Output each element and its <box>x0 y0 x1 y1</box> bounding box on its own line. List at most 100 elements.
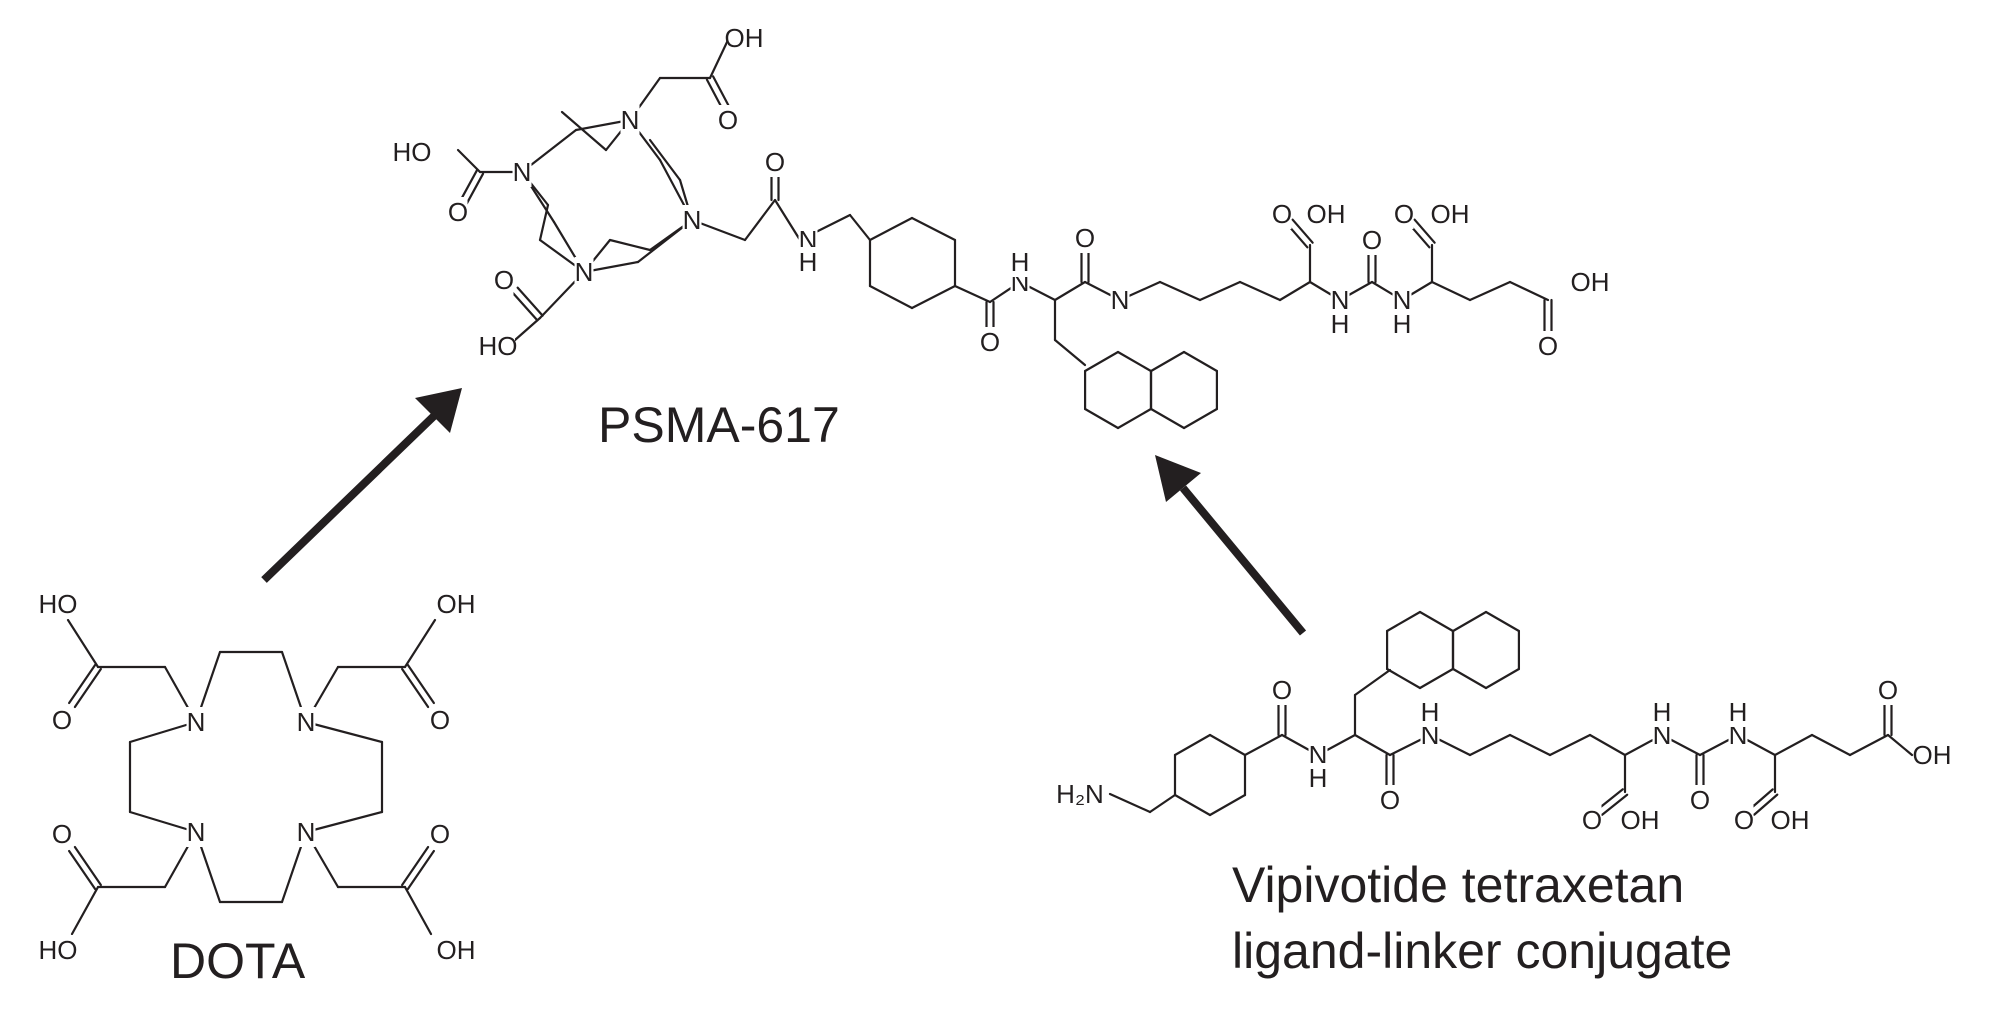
psma-linker-bond <box>848 213 872 242</box>
psma-oxygen: O <box>1075 223 1095 253</box>
atom-label-backdrop <box>1380 785 1400 815</box>
atom-label-backdrop <box>41 589 75 619</box>
psma-ring-bond <box>538 203 550 242</box>
vip-amide-nitrogen: N <box>1421 720 1440 750</box>
atom-label-backdrop <box>1394 199 1414 229</box>
vip-urea-nitrogen: N <box>1653 720 1672 750</box>
dota-oxygen: O <box>430 819 450 849</box>
atom-label-backdrop <box>448 197 468 227</box>
vip-oxygen: O <box>1690 785 1710 815</box>
dota-carbonyl-bond <box>401 667 430 709</box>
dota-carbonyl-bond <box>73 667 102 709</box>
dota-label: DOTA <box>170 933 306 989</box>
atom-label-backdrop <box>1573 267 1607 297</box>
vip-oxygen: O <box>1380 785 1400 815</box>
atom-label-backdrop <box>186 817 206 847</box>
psma-lysine-bond <box>1278 280 1312 302</box>
dota-hydroxyl: OH <box>437 589 476 619</box>
psma-linker-bond <box>743 198 777 242</box>
vipivotide-label-line2: ligand-linker conjugate <box>1232 923 1732 979</box>
psma-cyclohexane-bond <box>910 216 957 242</box>
atom-label-backdrop <box>1392 285 1412 315</box>
psma-oxygen: O <box>494 265 514 295</box>
psma-hydroxyl: OH <box>1431 199 1470 229</box>
atom-label-backdrop <box>52 705 72 735</box>
psma-nitrogen: N <box>513 157 532 187</box>
atom-label-backdrop <box>1392 309 1412 339</box>
psma-naphthalene-bond <box>1182 407 1219 430</box>
psma-nitrogen: N <box>683 205 702 235</box>
arrow-dota-to-psma <box>261 388 462 583</box>
psma-hydroxyl: OH <box>725 23 764 53</box>
atom-label-backdrop <box>980 327 1000 357</box>
psma-oxygen: O <box>1362 225 1382 255</box>
psma-617-label: PSMA-617 <box>598 397 840 453</box>
vip-hydroxyl: OH <box>1771 805 1810 835</box>
psma-carbonyl-bond <box>1291 218 1314 244</box>
psma-carbonyl-bond <box>511 291 539 322</box>
psma-oxygen: O <box>1538 331 1558 361</box>
dota-nitrogen: N <box>187 707 206 737</box>
atom-label-backdrop <box>765 147 785 177</box>
dota-arm-bond <box>70 885 100 936</box>
psma-lysine-bond <box>1198 280 1242 302</box>
vip-lysine-bond <box>1548 733 1592 757</box>
vipivotide-label-line1: Vipivotide tetraxetan <box>1232 857 1684 913</box>
atom-label-backdrop <box>1690 785 1710 815</box>
vip-backbone-bond <box>1353 733 1392 757</box>
atom-label-backdrop <box>430 819 450 849</box>
vip-urea-nitrogen: N <box>1729 720 1748 750</box>
psma-oxygen: O <box>980 327 1000 357</box>
psma-naphthalene-bond <box>1182 350 1219 373</box>
vip-urea-hydrogen: H <box>1653 697 1672 727</box>
atom-label-backdrop <box>620 105 640 135</box>
atom-label-backdrop <box>1734 805 1754 835</box>
atom-label-backdrop <box>1330 309 1350 339</box>
atom-label-backdrop <box>574 257 594 287</box>
vip-carbonyl-bond <box>1596 788 1624 811</box>
vip-glutamate-bond <box>1810 733 1852 757</box>
atom-label-backdrop <box>1272 675 1292 705</box>
dota-nitrogen: N <box>187 817 206 847</box>
arrow-vipivotide-to-psma <box>1155 455 1307 636</box>
dota-arm-bond <box>66 618 100 669</box>
psma-ring-bond <box>608 238 652 252</box>
psma-hydroxyl: HO <box>479 331 518 361</box>
dota-ring-bond <box>304 720 384 744</box>
psma-naphthalene-bond <box>1116 407 1153 430</box>
atom-label-backdrop <box>1728 697 1748 727</box>
psma-naphthalene-bond <box>1149 407 1186 430</box>
psma-hydroxyl: HO <box>393 137 432 167</box>
vip-linker-bond <box>1243 733 1284 757</box>
dota-hydroxyl: HO <box>39 589 78 619</box>
atom-label-backdrop <box>1538 331 1558 361</box>
atom-label-backdrop <box>1075 223 1095 253</box>
atom-label-backdrop <box>430 705 450 735</box>
vip-urea-hydrogen: H <box>1729 697 1748 727</box>
dota-carbonyl-bond <box>73 845 102 887</box>
psma-urea-nitrogen: N <box>1331 285 1350 315</box>
atom-label-backdrop <box>52 819 72 849</box>
vip-amine-bond <box>1148 793 1177 814</box>
atom-label-backdrop <box>1433 199 1467 229</box>
psma-ring-bond <box>560 110 608 152</box>
psma-nitrogen: N <box>575 257 594 287</box>
atom-label-backdrop <box>1308 763 1328 793</box>
psma-amide-nitrogen: N <box>1111 285 1130 315</box>
vip-naphthalene-bond <box>1484 610 1521 633</box>
atom-label-backdrop <box>1309 199 1343 229</box>
vip-amide-hydrogen: H <box>1421 697 1440 727</box>
psma-oxygen: O <box>718 105 738 135</box>
dota-hydroxyl: OH <box>437 935 476 965</box>
atom-label-backdrop <box>296 817 316 847</box>
psma-linker-bond <box>953 284 992 304</box>
psma-arm-bond <box>708 38 730 80</box>
psma-urea-hydrogen: H <box>1331 309 1350 339</box>
vip-cyclohexane-bond <box>1173 793 1212 817</box>
vip-glutamate-bond <box>1773 733 1814 757</box>
atom-label-backdrop <box>1010 247 1030 277</box>
atom-label-backdrop <box>439 589 473 619</box>
psma-urea-nitrogen: N <box>1393 285 1412 315</box>
